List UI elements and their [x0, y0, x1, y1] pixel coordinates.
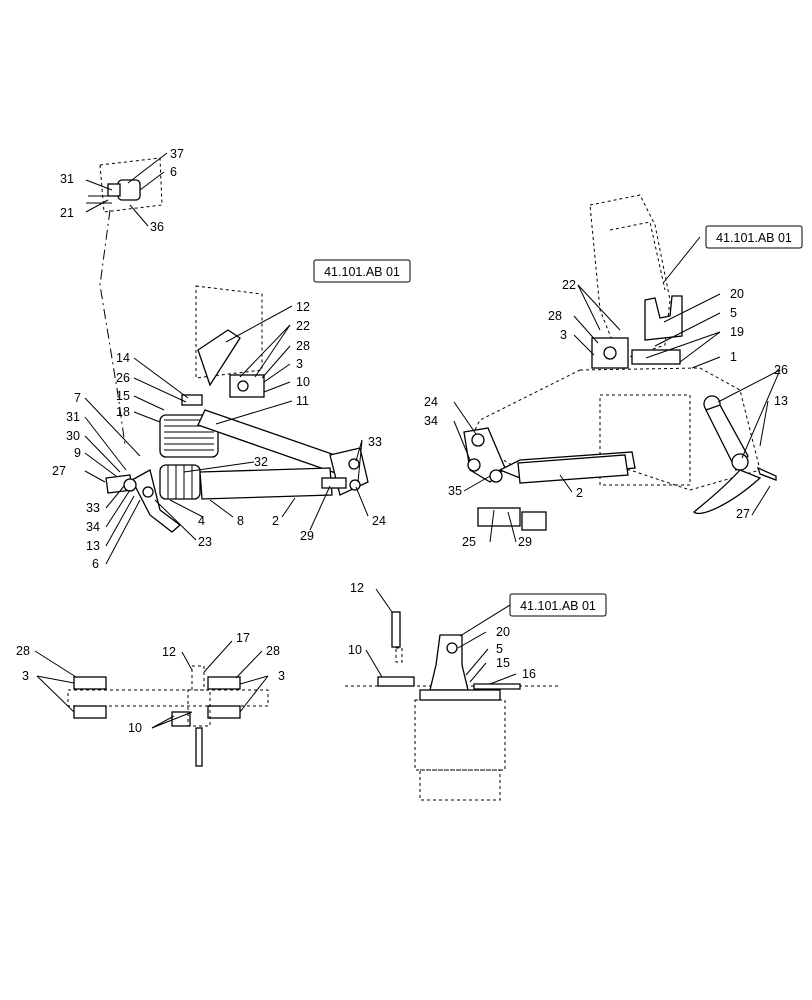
cylinder-left: [159, 464, 347, 500]
ref-box-top-left[interactable]: 41.101.AB 01: [313, 259, 411, 283]
callout-bl3b: 3: [278, 669, 285, 683]
callout-r5: 5: [730, 306, 737, 320]
callout-bl10: 10: [128, 721, 142, 735]
callouts-bottom-left: 28 3 12 17 28 3 10: [16, 631, 285, 735]
callouts-right: 22 28 3 20 5 19 1 24 34 35 25 29 2 26 13…: [424, 278, 788, 549]
callout-21: 21: [60, 206, 74, 220]
callout-6: 6: [170, 165, 177, 179]
bottom-right-view: [345, 611, 560, 801]
callout-26: 26: [116, 371, 130, 385]
left-assembly: [86, 157, 369, 533]
callout-9: 9: [74, 446, 81, 460]
callout-22: 22: [296, 319, 310, 333]
callout-r20: 20: [730, 287, 744, 301]
callout-30: 30: [66, 429, 80, 443]
callout-r2: 2: [576, 486, 583, 500]
callout-r3: 3: [560, 328, 567, 342]
callout-6b: 6: [92, 557, 99, 571]
cylinder-right: [498, 451, 636, 484]
callout-11: 11: [296, 394, 309, 408]
callout-br5: 5: [496, 642, 503, 656]
callout-br16: 16: [522, 667, 536, 681]
callout-3: 3: [296, 357, 303, 371]
callout-33b: 33: [368, 435, 382, 449]
right-assembly: [463, 194, 777, 531]
callout-31: 31: [60, 172, 74, 186]
callout-bl17: 17: [236, 631, 250, 645]
callout-4: 4: [198, 514, 205, 528]
callout-27: 27: [52, 464, 66, 478]
callout-23: 23: [198, 535, 212, 549]
callout-br10: 10: [348, 643, 362, 657]
callout-r27: 27: [736, 507, 750, 521]
callout-34: 34: [86, 520, 100, 534]
callout-r22: 22: [562, 278, 576, 292]
callout-7: 7: [74, 391, 81, 405]
callouts-bottom-right: 12 10 20 5 15 16: [348, 581, 536, 681]
callout-r1: 1: [730, 350, 737, 364]
callout-12: 12: [296, 300, 310, 314]
callout-bl3a: 3: [22, 669, 29, 683]
callout-r13: 13: [774, 394, 788, 408]
callout-37: 37: [170, 147, 184, 161]
callout-28: 28: [296, 339, 310, 353]
callout-13: 13: [86, 539, 100, 553]
callout-36: 36: [150, 220, 164, 234]
callout-br15: 15: [496, 656, 510, 670]
ref-top-left-text: 41.101.AB 01: [324, 265, 400, 279]
callout-bl28a: 28: [16, 644, 30, 658]
callout-br12: 12: [350, 581, 364, 595]
callout-29: 29: [300, 529, 314, 543]
ref-box-top-right[interactable]: 41.101.AB 01: [705, 225, 803, 249]
callout-8: 8: [237, 514, 244, 528]
callout-r34: 34: [424, 414, 438, 428]
callouts-left: 37 6 31 21 36 12 22 28 3 10 11 14 26 15 …: [52, 147, 386, 571]
ref-bottom-text: 41.101.AB 01: [520, 599, 596, 613]
callout-31b: 31: [66, 410, 80, 424]
callout-r28: 28: [548, 309, 562, 323]
ref-top-right-text: 41.101.AB 01: [716, 231, 792, 245]
callout-24: 24: [372, 514, 386, 528]
callout-10: 10: [296, 375, 310, 389]
callout-r26: 26: [774, 363, 788, 377]
bottom-left-view: [67, 665, 269, 767]
callout-r25: 25: [462, 535, 476, 549]
callout-r24: 24: [424, 395, 438, 409]
callout-r29: 29: [518, 535, 532, 549]
leader-lines: [34, 152, 781, 729]
callout-32: 32: [254, 455, 268, 469]
callout-r35: 35: [448, 484, 462, 498]
callout-18: 18: [116, 405, 130, 419]
callout-br20: 20: [496, 625, 510, 639]
callout-2: 2: [272, 514, 279, 528]
callout-r19: 19: [730, 325, 744, 339]
callout-bl12: 12: [162, 645, 176, 659]
ref-box-bottom[interactable]: 41.101.AB 01: [509, 593, 607, 617]
callout-14: 14: [116, 351, 130, 365]
callout-33a: 33: [86, 501, 100, 515]
callout-bl28b: 28: [266, 644, 280, 658]
callout-15: 15: [116, 389, 130, 403]
